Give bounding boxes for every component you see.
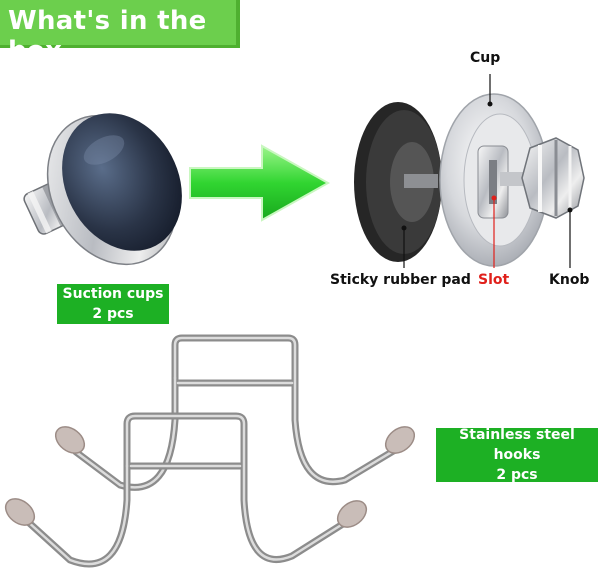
steel-hooks-icon xyxy=(4,334,416,568)
sticky-rubber-pad-label: Sticky rubber pad xyxy=(330,272,471,288)
steel-hooks-label-line2: 2 pcs xyxy=(496,467,538,483)
cup-label: Cup xyxy=(470,50,501,66)
suction-cups-label-line1: Suction cups xyxy=(62,286,164,302)
right-arrow-icon xyxy=(189,144,331,222)
slot-label: Slot xyxy=(478,272,510,288)
suction-cups-label: Suction cups 2 pcs xyxy=(57,284,169,324)
page-title: What's in the box xyxy=(8,6,207,66)
knob-label: Knob xyxy=(549,272,590,288)
suction-cup-icon xyxy=(23,113,182,266)
steel-hooks-label: Stainless steel hooks 2 pcs xyxy=(436,427,598,483)
steel-hooks-label-line1: Stainless steel hooks xyxy=(459,427,575,463)
exploded-suction-cup-icon xyxy=(354,74,585,268)
title-banner: What's in the box xyxy=(0,0,240,66)
suction-cups-label-line2: 2 pcs xyxy=(92,306,134,322)
